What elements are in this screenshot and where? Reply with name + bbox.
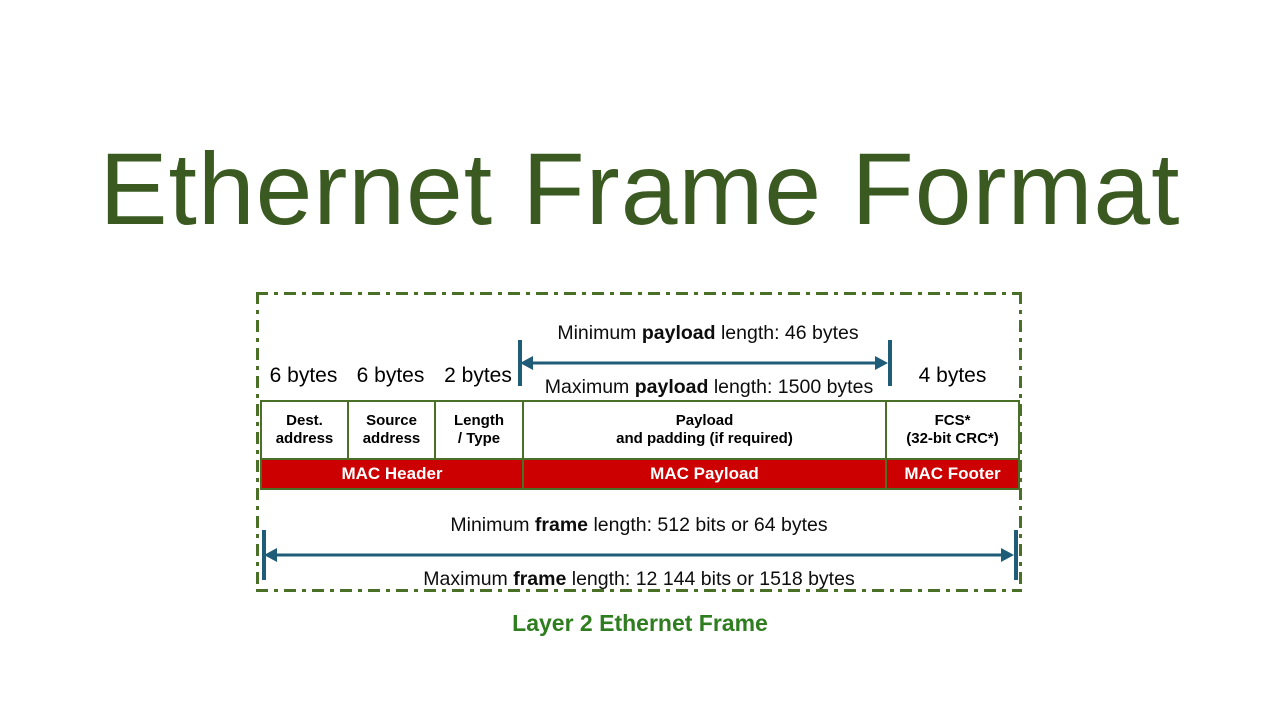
diagram-caption: Layer 2 Ethernet Frame — [512, 610, 768, 636]
ethernet-frame-diagram: Minimum payload length: 46 bytes Maximum… — [256, 292, 1022, 592]
field-dest-line2: address — [275, 430, 334, 447]
mac-footer-bar: MAC Footer — [887, 460, 1018, 488]
frame-fields-row: Dest. address Source address Length / Ty… — [262, 402, 1018, 458]
max-payload-label: Maximum payload length: 1500 bytes — [544, 376, 874, 398]
frame-arrow-head-left — [264, 548, 277, 562]
mac-payload-bar: MAC Payload — [524, 460, 887, 488]
page-title: Ethernet Frame Format — [99, 132, 1181, 246]
field-fcs-line1: FCS* — [934, 412, 971, 430]
field-fcs-line2: (32-bit CRC*) — [906, 430, 999, 447]
payload-length-annotation: Minimum payload length: 46 bytes Maximum… — [256, 308, 1022, 398]
field-cell-length-type: Length / Type — [436, 402, 524, 458]
payload-arrow-right-cap — [888, 340, 892, 386]
byte-label-source: 6 bytes — [356, 364, 425, 387]
payload-arrow-head-right — [875, 356, 888, 370]
frame-structure-table: Dest. address Source address Length / Ty… — [260, 400, 1020, 490]
min-frame-label: Minimum frame length: 512 bits or 64 byt… — [450, 514, 828, 536]
frame-arrow-head-right — [1001, 548, 1014, 562]
mac-sections-row: MAC Header MAC Payload MAC Footer — [262, 458, 1018, 488]
frame-length-annotation: Minimum frame length: 512 bits or 64 byt… — [256, 500, 1022, 590]
field-lengthtype-line2: / Type — [457, 430, 501, 447]
field-cell-payload: Payload and padding (if required) — [524, 402, 887, 458]
field-dest-line1: Dest. — [286, 412, 323, 430]
frame-span-arrow — [262, 530, 1018, 580]
byte-size-labels: 6 bytes 6 bytes 2 bytes 4 bytes — [256, 364, 1022, 394]
byte-label-fcs: 4 bytes — [918, 364, 987, 387]
field-source-line2: address — [362, 430, 421, 447]
field-cell-dest-address: Dest. address — [262, 402, 349, 458]
byte-label-lengthtype: 2 bytes — [444, 364, 512, 387]
payload-span-arrow — [518, 340, 892, 386]
mac-header-bar: MAC Header — [262, 460, 524, 488]
field-source-line1: Source — [366, 412, 417, 430]
frame-arrow-line — [272, 553, 1008, 557]
field-payload-line2: and padding (if required) — [616, 430, 793, 447]
min-payload-label: Minimum payload length: 46 bytes — [557, 322, 859, 344]
byte-label-dest: 6 bytes — [269, 364, 338, 387]
field-cell-fcs: FCS* (32-bit CRC*) — [887, 402, 1018, 458]
field-payload-line1: Payload — [675, 412, 734, 430]
payload-arrow-line — [528, 361, 882, 365]
field-cell-source-address: Source address — [349, 402, 436, 458]
payload-arrow-head-left — [520, 356, 533, 370]
field-lengthtype-line1: Length — [454, 412, 504, 430]
max-frame-label: Maximum frame length: 12 144 bits or 151… — [423, 568, 855, 590]
frame-arrow-right-cap — [1014, 530, 1018, 580]
